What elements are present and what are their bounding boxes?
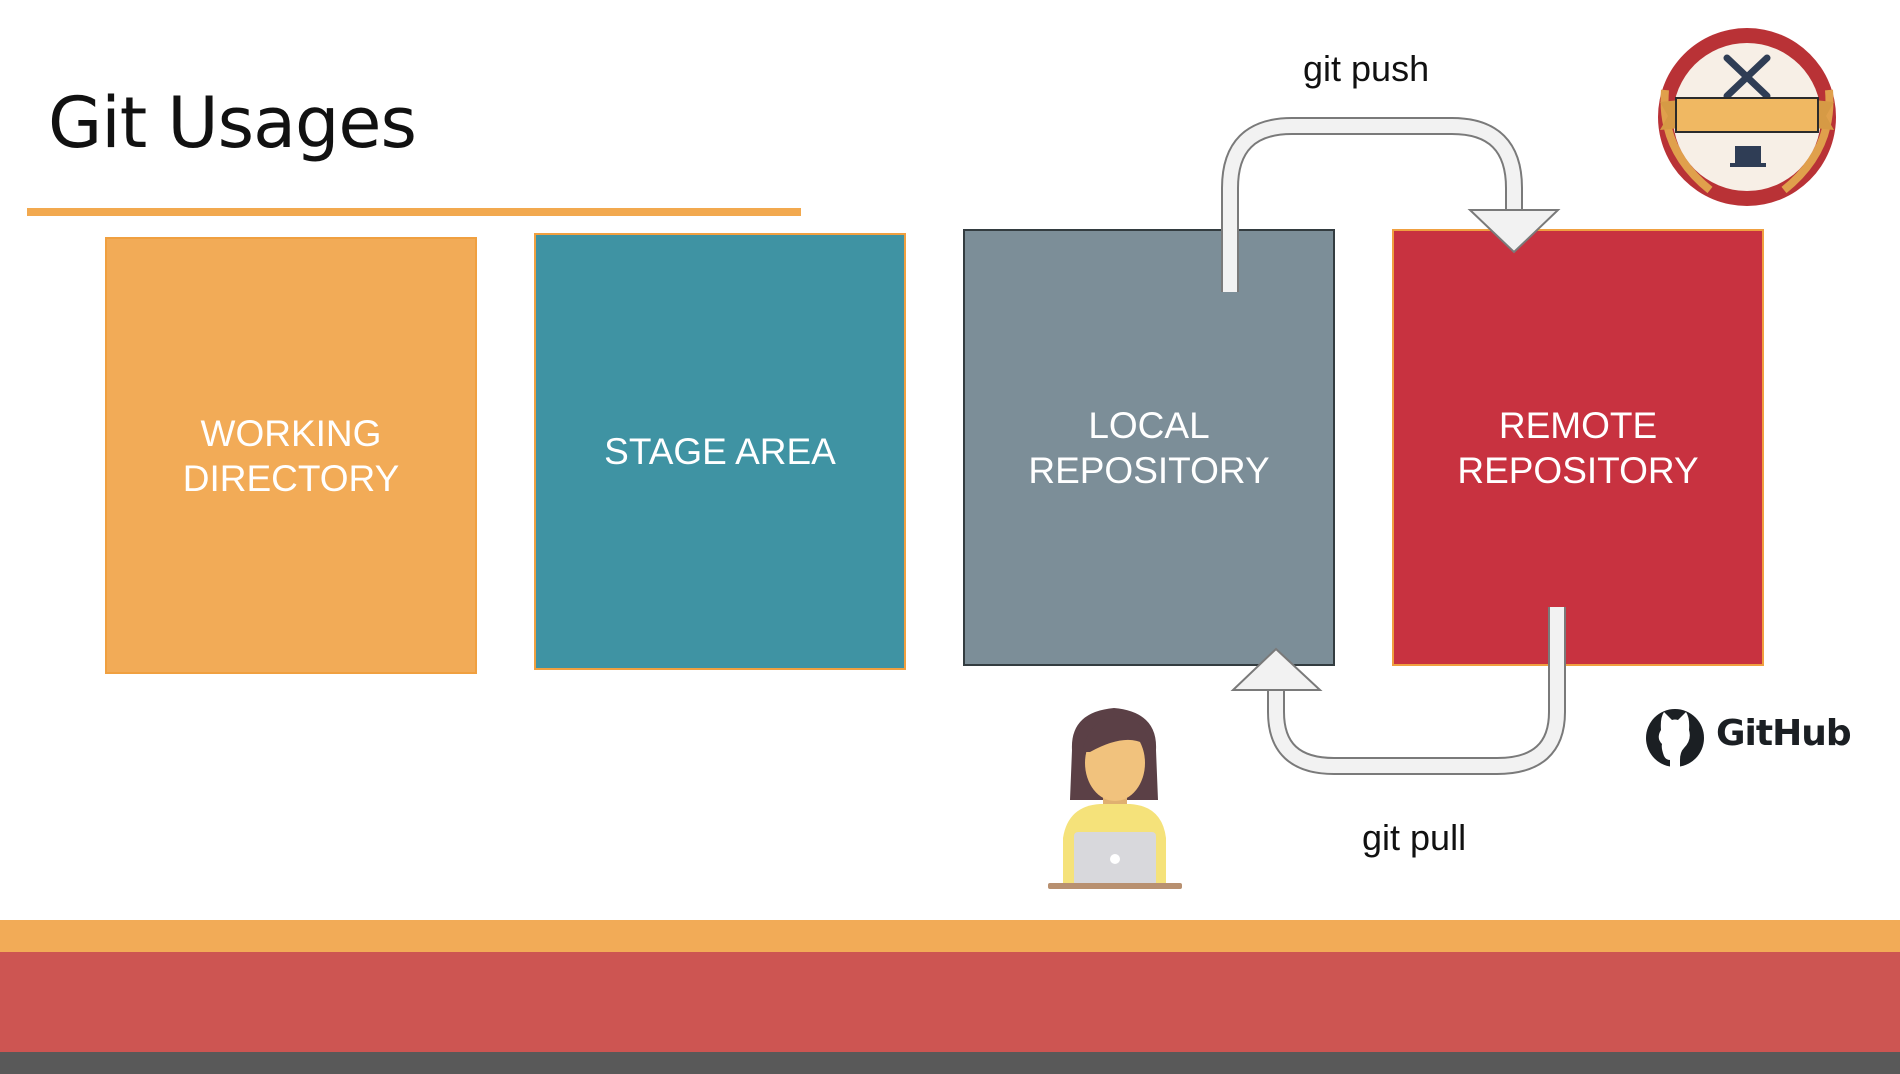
box-label-line1: WORKING [200,412,382,454]
box-label-line1: REMOTE [1498,404,1658,446]
title-underline [27,208,801,216]
git-push-label: git push [1303,48,1430,89]
badge-logo [1658,28,1836,206]
user-laptop-icon [1048,708,1182,889]
box-label-line2: REPOSITORY [1457,449,1699,491]
box-label-line2: REPOSITORY [1028,449,1270,491]
git-pull-label: git pull [1362,817,1467,858]
github-logo-text: GitHub [1716,713,1852,754]
slide-title: Git Usages [48,82,417,164]
working-directory-box: WORKING DIRECTORY [105,237,477,674]
remote-repository-box: REMOTE REPOSITORY [1392,229,1764,666]
footer-orange-band [0,920,1900,952]
stage-area-box: STAGE AREA [534,233,906,670]
footer-red-band [0,952,1900,1052]
footer-gray-band [0,1052,1900,1074]
git-push-arrow [1221,117,1561,292]
box-label-line1: STAGE AREA [604,431,836,472]
local-repository-box: LOCAL REPOSITORY [963,229,1335,666]
github-octocat-icon [1646,709,1704,767]
box-label-line1: LOCAL [1088,404,1210,446]
box-label-line2: DIRECTORY [182,457,400,499]
git-pull-arrow [1230,607,1566,775]
